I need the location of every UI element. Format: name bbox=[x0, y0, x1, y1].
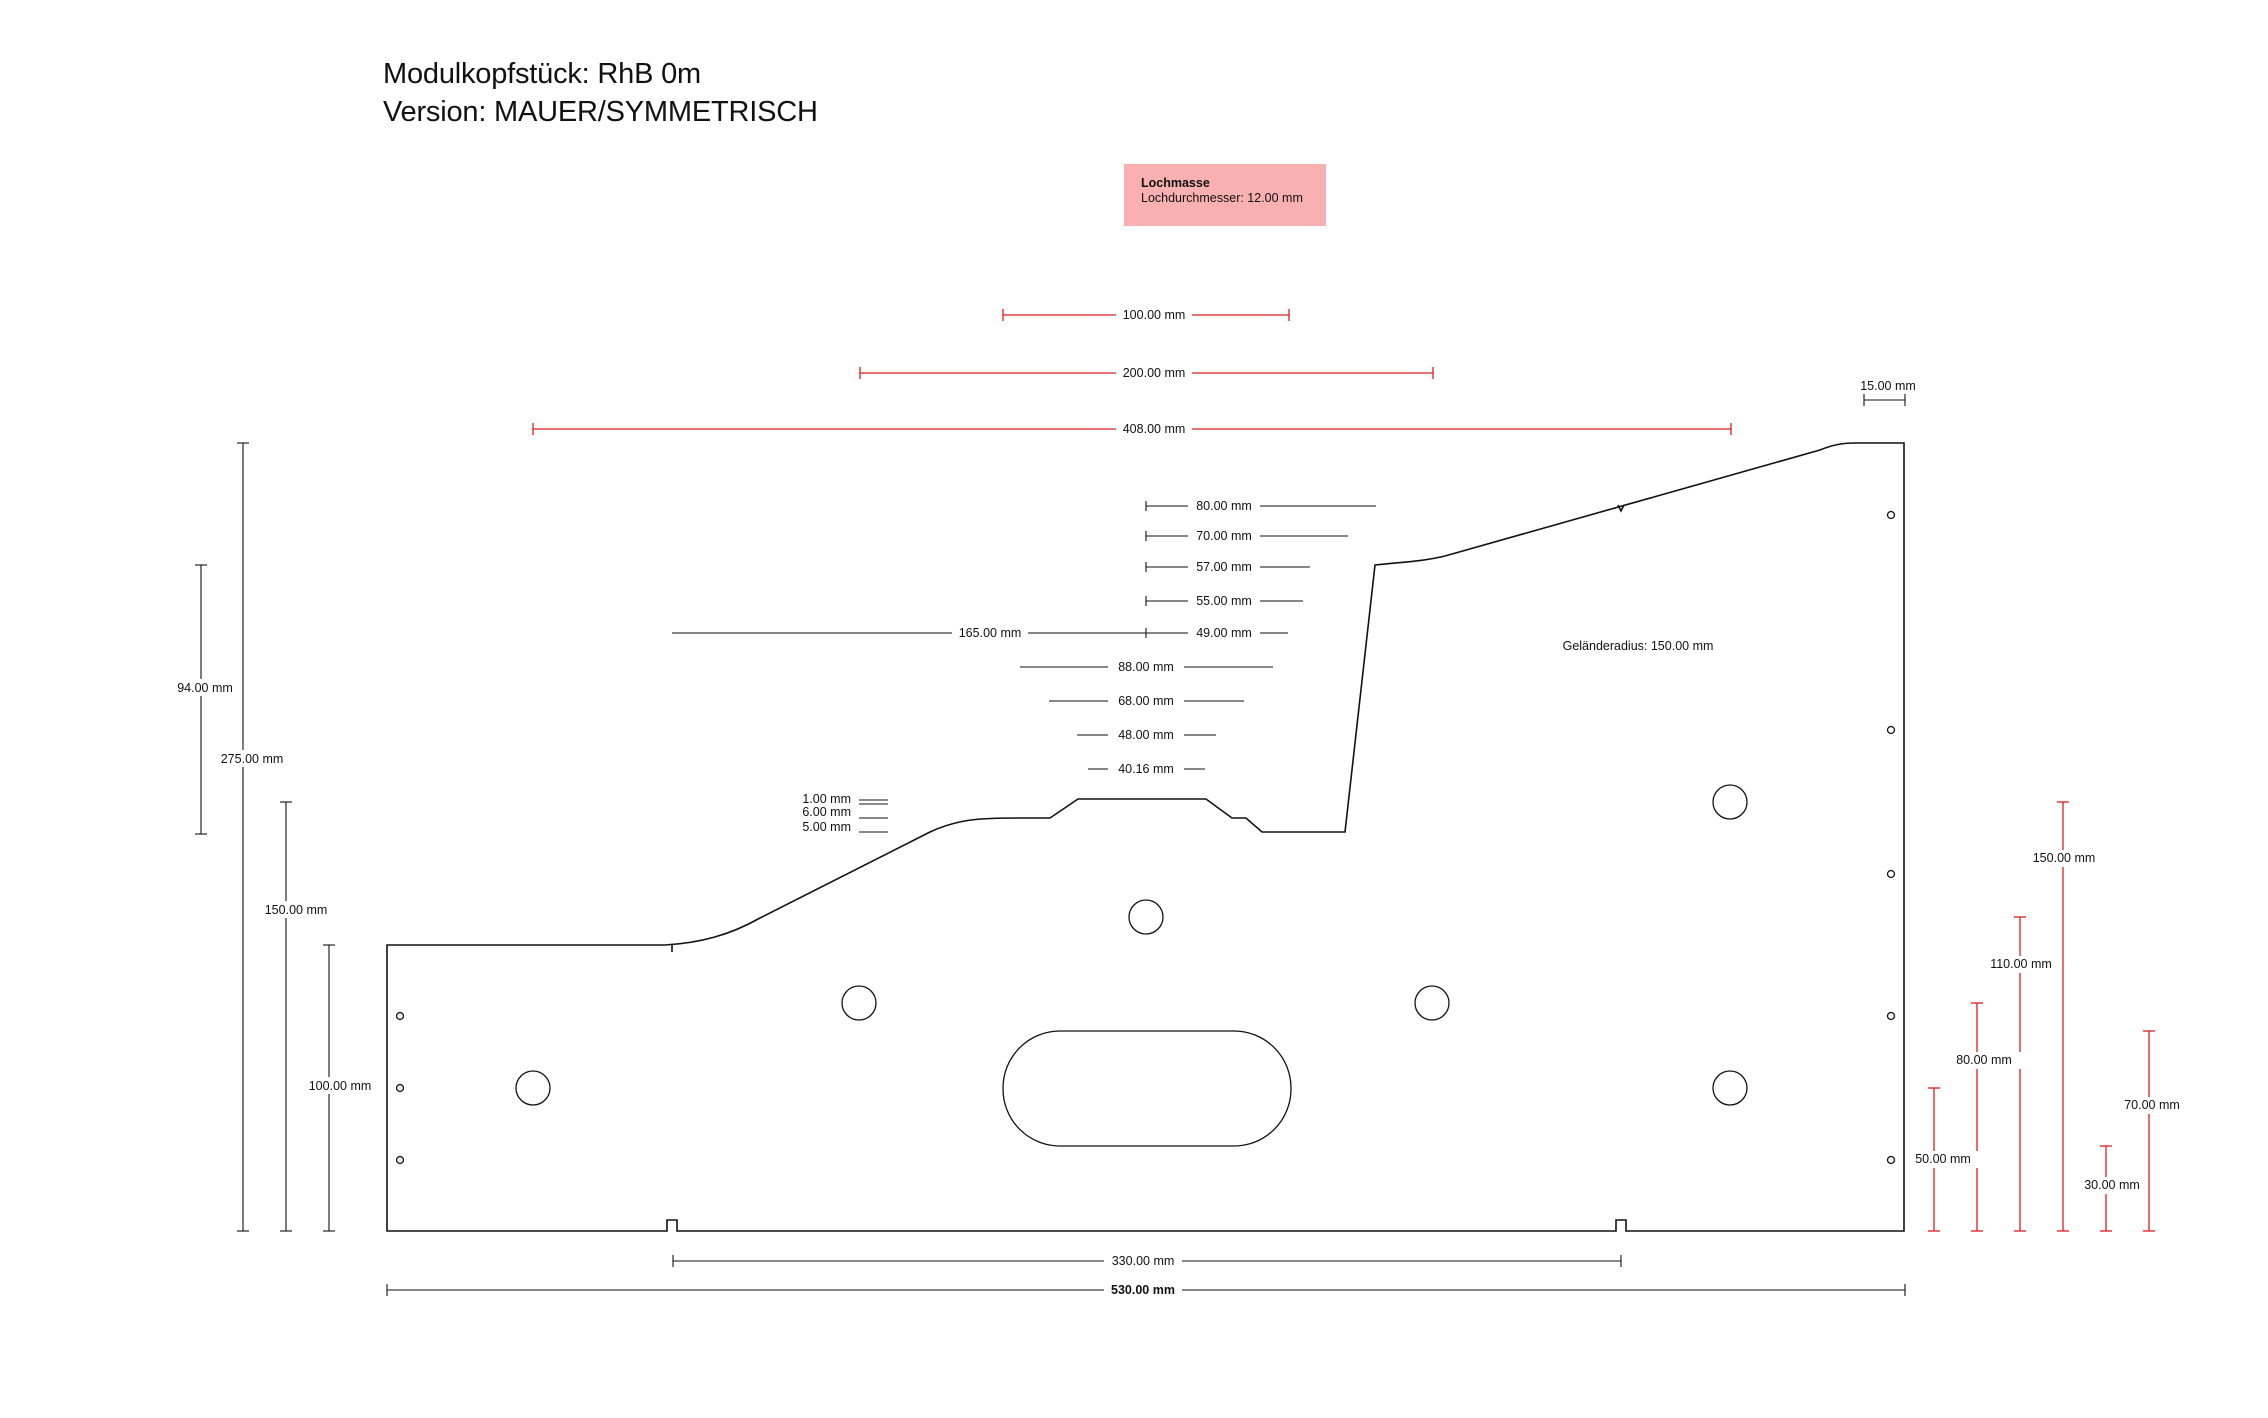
dim-label-80: 80.00 mm bbox=[1196, 499, 1252, 513]
dim-label-15: 15.00 mm bbox=[1860, 379, 1916, 393]
dim-label-70-right: 70.00 mm bbox=[2124, 1098, 2180, 1112]
dim-label-30-right: 30.00 mm bbox=[2084, 1178, 2140, 1192]
drawing-title: Modulkopfstück: RhB 0m bbox=[383, 58, 701, 90]
dim-label-94: 94.00 mm bbox=[177, 681, 233, 695]
hole bbox=[1128, 899, 1164, 935]
dim-label-68: 68.00 mm bbox=[1118, 694, 1174, 708]
pin-hole bbox=[395, 1155, 405, 1165]
dim-label-5: 5.00 mm bbox=[802, 820, 851, 834]
right-vertical-dimensions: 150.00 mm 110.00 mm 80.00 mm 70.00 mm 50… bbox=[1906, 801, 2188, 1232]
dim-label-100-left: 100.00 mm bbox=[309, 1079, 372, 1093]
drawing-version: Version: MAUER/SYMMETRISCH bbox=[383, 96, 818, 128]
cable-slot bbox=[1002, 1030, 1292, 1147]
dim-label-530: 530.00 mm bbox=[1111, 1283, 1175, 1297]
pin-hole bbox=[395, 1011, 405, 1021]
pin-hole bbox=[1886, 510, 1896, 520]
dim-label-55: 55.00 mm bbox=[1196, 594, 1252, 608]
hole bbox=[841, 985, 877, 1021]
left-vertical-dimensions: 94.00 mm 275.00 mm 150.00 mm 100.00 mm bbox=[165, 442, 379, 1232]
dim-label-110-right: 110.00 mm bbox=[1990, 957, 2052, 971]
hole bbox=[515, 1070, 551, 1106]
railing-radius-note: Geländeradius: 150.00 mm bbox=[1563, 639, 1714, 653]
edge-notch bbox=[671, 504, 1625, 952]
dim-label-49: 49.00 mm bbox=[1196, 626, 1252, 640]
dim-label-40-16: 40.16 mm bbox=[1118, 762, 1174, 776]
pin-hole bbox=[1886, 869, 1896, 879]
part-outline bbox=[386, 442, 1905, 1232]
step-dimensions: 1.00 mm 6.00 mm 5.00 mm bbox=[802, 792, 888, 834]
red-top-dimensions: 100.00 mm 200.00 mm 408.00 mm bbox=[532, 306, 1732, 437]
dim-label-165: 165.00 mm bbox=[959, 626, 1022, 640]
pin-hole bbox=[395, 1083, 405, 1093]
hole bbox=[1712, 1070, 1748, 1106]
dim-label-6: 6.00 mm bbox=[802, 805, 851, 819]
large-holes bbox=[515, 784, 1748, 1106]
hole-diameter-text: Lochdurchmesser: 12.00 mm bbox=[1141, 191, 1303, 205]
bottom-dimensions: 330.00 mm 530.00 mm bbox=[386, 1252, 1906, 1298]
hole-info-heading: Lochmasse bbox=[1141, 176, 1210, 190]
dim-label-1: 1.00 mm bbox=[802, 792, 851, 806]
dim-label-275: 275.00 mm bbox=[221, 752, 284, 766]
dim-label-80-right: 80.00 mm bbox=[1956, 1053, 2012, 1067]
pin-holes bbox=[395, 510, 1896, 1165]
dim-label-50-right: 50.00 mm bbox=[1915, 1152, 1971, 1166]
hole bbox=[1712, 784, 1748, 820]
dim-label-88: 88.00 mm bbox=[1118, 660, 1174, 674]
dim-label-48: 48.00 mm bbox=[1118, 728, 1174, 742]
dim-label-57: 57.00 mm bbox=[1196, 560, 1252, 574]
hole bbox=[1414, 985, 1450, 1021]
dim-label-70: 70.00 mm bbox=[1196, 529, 1252, 543]
corner-dimension: 15.00 mm bbox=[1860, 379, 1916, 406]
dim-label-150-left: 150.00 mm bbox=[265, 903, 328, 917]
dim-label-200-top: 200.00 mm bbox=[1123, 366, 1186, 380]
pin-hole bbox=[1886, 1011, 1896, 1021]
pin-hole bbox=[1886, 1155, 1896, 1165]
dim-label-408-top: 408.00 mm bbox=[1123, 422, 1186, 436]
dim-label-150-right: 150.00 mm bbox=[2033, 851, 2096, 865]
center-dimension-stack: 80.00 mm 70.00 mm 57.00 mm 55.00 mm 49.0… bbox=[672, 497, 1376, 777]
dim-label-100-top: 100.00 mm bbox=[1123, 308, 1186, 322]
hole-info-box: Lochmasse Lochdurchmesser: 12.00 mm bbox=[1124, 164, 1326, 226]
pin-hole bbox=[1886, 725, 1896, 735]
dim-label-330: 330.00 mm bbox=[1112, 1254, 1175, 1268]
